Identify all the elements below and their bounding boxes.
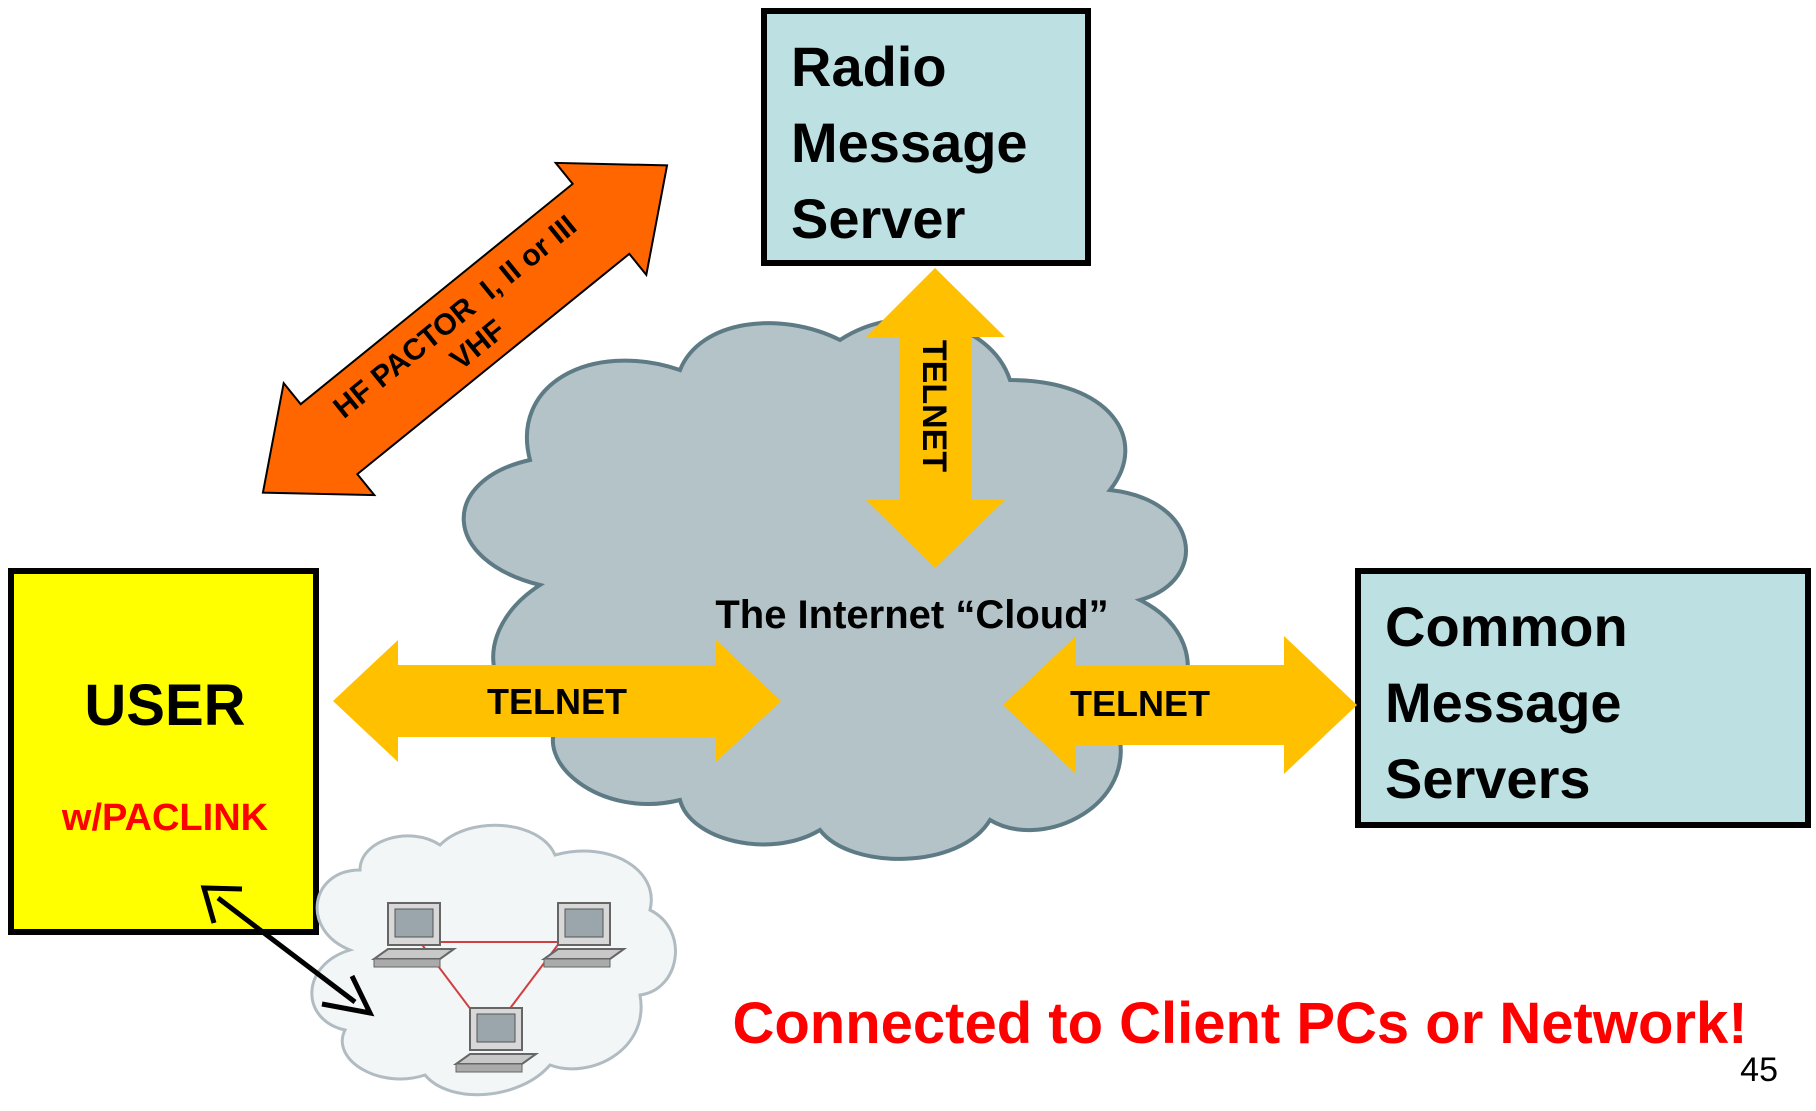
telnet-left-label: TELNET [487, 681, 627, 722]
computer-icon [370, 902, 458, 968]
internet-cloud: The Internet “Cloud” [461, 317, 1190, 861]
user-box-rect [8, 568, 319, 935]
common-servers-line-2: Message [1385, 671, 1622, 734]
radio-server-line-3: Server [791, 187, 965, 250]
radio-message-server: Radio Message Server [761, 8, 1091, 266]
common-message-servers: Common Message Servers [1355, 568, 1811, 828]
user-title: USER [84, 673, 245, 738]
radio-server-line-2: Message [791, 111, 1028, 174]
common-servers-line-1: Common [1385, 595, 1628, 658]
telnet-arrow-left: TELNET [333, 640, 781, 762]
telnet-vertical-label: TELNET [915, 340, 953, 472]
telnet-arrow-vertical-shape [866, 268, 1005, 568]
client-network [310, 823, 677, 1097]
internet-cloud-shape [461, 317, 1190, 861]
telnet-right-label: TELNET [1070, 683, 1210, 724]
telnet-arrow-left-shape [333, 640, 781, 762]
radio-message-server-box [761, 8, 1091, 266]
internet-cloud-label: The Internet “Cloud” [715, 593, 1108, 637]
user-subtitle: w/PACLINK [61, 797, 269, 839]
user-box: USER w/PACLINK [8, 568, 319, 935]
computer-icon [540, 902, 628, 968]
common-message-servers-box [1355, 568, 1811, 828]
connected-message: Connected to Client PCs or Network! [732, 991, 1747, 1056]
radio-server-line-1: Radio [791, 35, 947, 98]
telnet-arrow-right: TELNET [1003, 636, 1357, 774]
network-cloud-icon [310, 823, 677, 1097]
telnet-arrow-vertical: TELNET [866, 268, 1005, 568]
radio-link-arrow-shape [261, 161, 669, 497]
telnet-arrow-right-shape [1003, 636, 1357, 774]
user-to-network-arrow [200, 885, 375, 1017]
common-servers-line-3: Servers [1385, 747, 1591, 810]
page-number: 45 [1740, 1051, 1778, 1089]
computer-icon [452, 1007, 540, 1073]
